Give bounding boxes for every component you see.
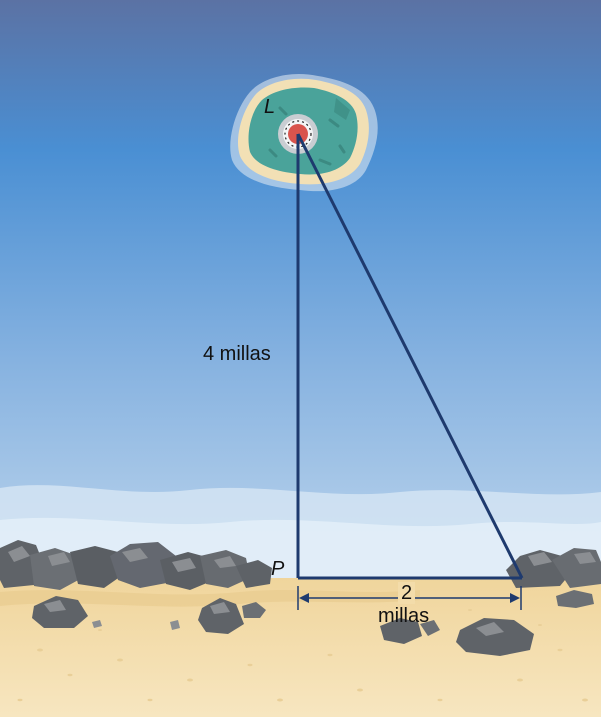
horizontal-distance-unit: millas	[378, 605, 430, 627]
right-triangle	[296, 133, 524, 580]
horizontal-distance-value: 2	[398, 582, 416, 604]
hypotenuse	[296, 133, 524, 579]
point-label: P	[271, 558, 285, 580]
beach-rocks	[32, 590, 594, 656]
rock-row-left	[0, 540, 272, 590]
sand-shadow	[0, 590, 420, 607]
vertical-distance-label: 4 millas	[203, 343, 271, 365]
sand-speckles	[17, 609, 588, 702]
lighthouse-label: L	[264, 96, 276, 118]
